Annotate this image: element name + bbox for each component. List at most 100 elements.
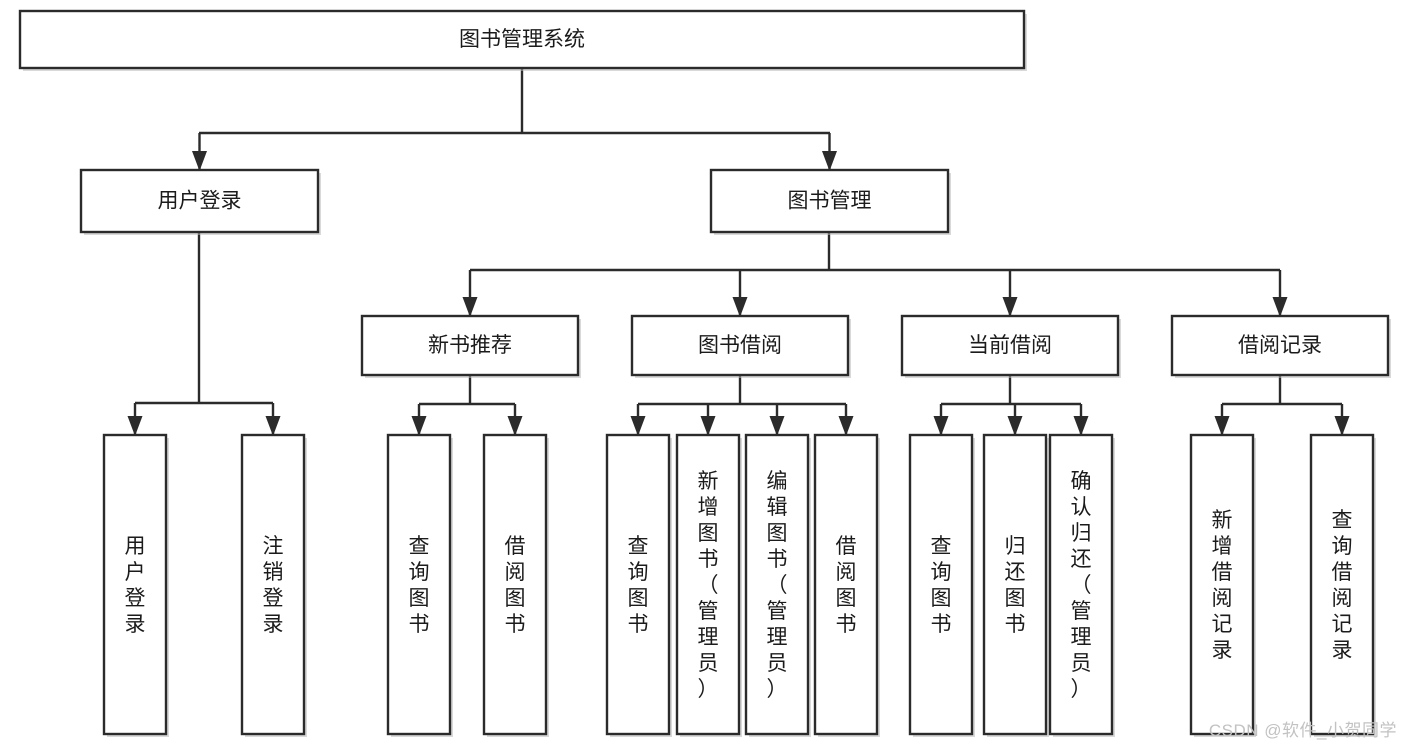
node-leaf-cur-query[interactable]: 查询图书 [908,433,975,737]
node-box-leaf-borrow-lend[interactable] [813,433,879,736]
node-user-login[interactable]: 用户登录 [79,168,321,235]
edge-arrowhead [822,151,837,171]
node-box-book-borrow[interactable] [630,314,850,377]
node-leaf-rec-search[interactable]: 查询借阅记录 [1309,433,1376,737]
node-box-user-login[interactable] [79,168,320,234]
node-box-leaf-rec-query[interactable] [386,433,452,736]
node-current-borrow[interactable]: 当前借阅 [900,314,1121,378]
node-label-leaf-user-login: 用户登录 [125,535,146,636]
edge-arrowhead [700,416,716,436]
edge-arrowhead [630,416,646,436]
connector-group-bus-new-book-rec [419,375,515,406]
node-box-new-book-rec[interactable] [360,314,580,377]
node-box-leaf-rec-add[interactable] [1189,433,1255,736]
node-label-book-manage: 图书管理 [788,190,872,213]
edge-arrowhead [838,416,854,436]
node-label-leaf-cur-return: 归还图书 [1005,535,1026,636]
edge-root-to-book-manage [822,133,837,171]
edge-arrowhead [1334,416,1350,436]
edge-current-borrow-to-leaf-cur-confirm [1073,404,1089,436]
edge-arrowhead [411,416,427,436]
edge-arrowhead [1002,297,1018,317]
node-leaf-borrow-add[interactable]: 新增图书（管理员） [675,433,742,737]
node-box-leaf-user-logout[interactable] [240,433,306,736]
node-leaf-borrow-query[interactable]: 查询图书 [605,433,672,737]
edge-new-book-rec-to-leaf-rec-borrow [507,404,523,436]
node-new-book-rec[interactable]: 新书推荐 [360,314,581,378]
edge-current-borrow-to-leaf-cur-return [1007,404,1023,436]
node-label-book-borrow: 图书借阅 [698,334,782,357]
node-box-book-manage[interactable] [709,168,950,234]
node-label-leaf-borrow-edit: 编辑图书（管理员） [767,470,788,701]
edge-borrow-record-to-leaf-rec-add [1214,404,1230,436]
node-label-user-login: 用户登录 [158,190,242,213]
edge-arrowhead [1214,416,1230,436]
edge-book-manage-to-book-borrow [732,270,748,317]
node-label-leaf-rec-borrow: 借阅图书 [505,535,526,636]
node-leaf-rec-add[interactable]: 新增借阅记录 [1189,433,1256,737]
edge-arrowhead [1007,416,1023,436]
node-box-leaf-borrow-query[interactable] [605,433,671,736]
node-leaf-borrow-lend[interactable]: 借阅图书 [813,433,880,737]
edge-user-login-to-leaf-user-login [127,403,143,436]
edge-book-manage-to-borrow-record [1272,270,1288,317]
node-label-leaf-borrow-add: 新增图书（管理员） [698,470,719,701]
edge-book-manage-to-new-book-rec [462,270,478,317]
node-book-manage[interactable]: 图书管理 [709,168,951,235]
edge-arrowhead [1073,416,1089,436]
node-label-leaf-rec-search: 查询借阅记录 [1332,509,1353,662]
edge-root-to-user-login [192,133,207,171]
node-label-leaf-borrow-query: 查询图书 [628,535,649,636]
edge-arrowhead [462,297,478,317]
node-box-root[interactable] [18,9,1026,70]
node-box-leaf-cur-query[interactable] [908,433,974,736]
node-leaf-cur-return[interactable]: 归还图书 [982,433,1049,737]
node-leaf-cur-confirm[interactable]: 确认归还（管理员） [1048,433,1115,737]
node-box-leaf-rec-search[interactable] [1309,433,1375,736]
node-leaf-user-login[interactable]: 用户登录 [102,433,169,737]
node-label-leaf-user-logout: 注销登录 [263,535,284,636]
node-box-leaf-user-login[interactable] [102,433,168,736]
edge-arrowhead [507,416,523,436]
edge-book-borrow-to-leaf-borrow-edit [769,404,785,436]
node-box-leaf-borrow-edit[interactable] [744,433,810,736]
node-box-borrow-record[interactable] [1170,314,1390,377]
edge-arrowhead [127,416,143,436]
watermark-text: CSDN @软件_小贺同学 [1208,721,1397,740]
node-label-leaf-cur-confirm: 确认归还（管理员） [1071,470,1092,701]
edge-borrow-record-to-leaf-rec-search [1334,404,1350,436]
node-borrow-record[interactable]: 借阅记录 [1170,314,1391,378]
node-label-leaf-rec-add: 新增借阅记录 [1212,509,1233,662]
connector-group-bus-borrow-record [1222,375,1342,406]
node-label-borrow-record: 借阅记录 [1238,334,1322,357]
node-box-leaf-cur-confirm[interactable] [1048,433,1114,736]
node-root[interactable]: 图书管理系统 [18,9,1027,71]
node-label-new-book-rec: 新书推荐 [428,334,512,357]
node-box-leaf-rec-borrow[interactable] [482,433,548,736]
node-box-current-borrow[interactable] [900,314,1120,377]
node-box-leaf-borrow-add[interactable] [675,433,741,736]
node-leaf-user-logout[interactable]: 注销登录 [240,433,307,737]
edge-arrowhead [1272,297,1288,317]
edge-arrowhead [933,416,949,436]
node-leaf-borrow-edit[interactable]: 编辑图书（管理员） [744,433,811,737]
edge-book-borrow-to-leaf-borrow-query [630,404,646,436]
node-label-root: 图书管理系统 [459,28,585,51]
node-leaf-rec-query[interactable]: 查询图书 [386,433,453,737]
node-leaf-rec-borrow[interactable]: 借阅图书 [482,433,549,737]
node-label-leaf-cur-query: 查询图书 [931,535,952,636]
edge-arrowhead [732,297,748,317]
node-box-leaf-cur-return[interactable] [982,433,1048,736]
connector-layer [127,68,1350,436]
edge-book-manage-to-current-borrow [1002,270,1018,317]
edge-book-borrow-to-leaf-borrow-add [700,404,716,436]
edge-arrowhead [192,151,207,171]
edge-book-borrow-to-leaf-borrow-lend [838,404,854,436]
edge-arrowhead [769,416,785,436]
edge-arrowhead [265,416,281,436]
node-label-current-borrow: 当前借阅 [968,334,1052,357]
node-book-borrow[interactable]: 图书借阅 [630,314,851,378]
node-label-leaf-borrow-lend: 借阅图书 [836,535,857,636]
